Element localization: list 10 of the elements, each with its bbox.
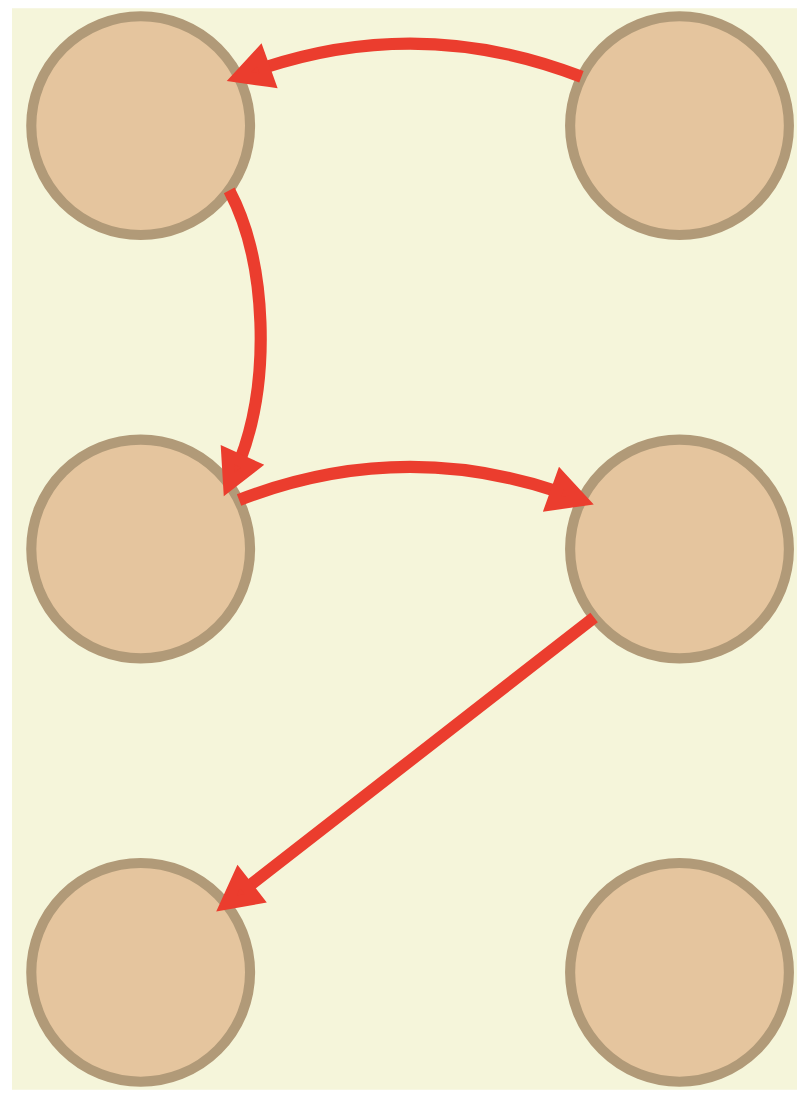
node-circle — [26, 434, 256, 664]
arrow — [216, 612, 598, 912]
arrow — [226, 37, 584, 89]
node-circle — [565, 857, 794, 1087]
arrow — [237, 461, 594, 512]
arrow — [220, 187, 267, 497]
node-circle — [26, 11, 256, 241]
node-circle — [565, 11, 794, 241]
node-circle — [565, 434, 794, 664]
node-circle — [26, 857, 256, 1087]
